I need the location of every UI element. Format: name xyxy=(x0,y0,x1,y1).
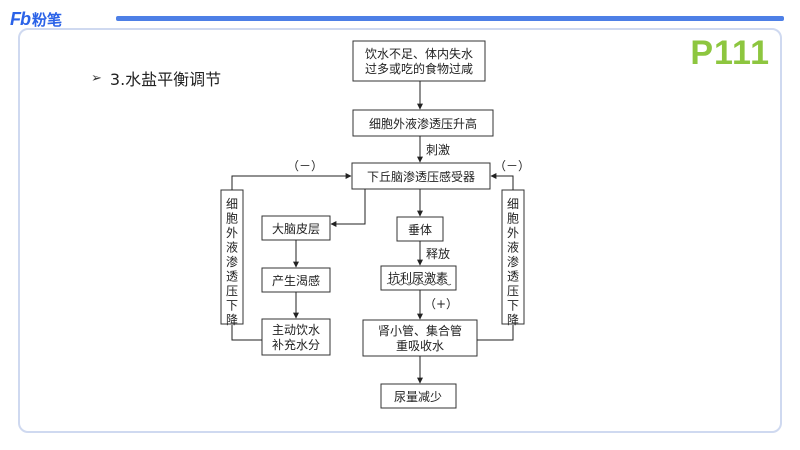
vertical-char: 外 xyxy=(507,226,519,240)
adh-label: 抗利尿激素 xyxy=(388,270,448,285)
vertical-char: 透 xyxy=(507,270,519,284)
minus-left-label: （－） xyxy=(287,159,323,173)
thirst-label: 产生渴感 xyxy=(272,273,320,288)
arrow-left-feedback xyxy=(231,173,352,190)
osmotic-up-label: 细胞外液渗透压升高 xyxy=(369,116,477,131)
vertical-char: 透 xyxy=(226,270,238,284)
brand-logo: Fb 粉笔 xyxy=(10,8,62,30)
start-line-2: 过多或吃的食物过咸 xyxy=(365,61,473,76)
urine-box xyxy=(380,383,457,409)
line-drink-to-left-box xyxy=(231,325,262,341)
drink-line-1: 主动饮水 xyxy=(272,323,320,337)
kidney-line-1: 肾小管、集合管 xyxy=(378,323,462,338)
vertical-char: 胞 xyxy=(226,212,238,226)
vertical-char: 细 xyxy=(226,197,238,211)
kidney-line-2: 重吸收水 xyxy=(396,339,444,353)
start-line-1: 饮水不足、体内失水 xyxy=(365,46,473,61)
thirst-box xyxy=(261,267,331,293)
brand-logo-text: 粉笔 xyxy=(32,10,63,29)
vertical-char: 下 xyxy=(226,299,238,313)
osmotic-up-box xyxy=(352,109,494,137)
vertical-char: 渗 xyxy=(507,254,519,269)
drink-box xyxy=(261,318,331,356)
section-heading-text: 3.水盐平衡调节 xyxy=(109,70,222,89)
arrow-right-feedback xyxy=(490,173,514,190)
vertical-char: 外 xyxy=(226,226,238,240)
adh-box xyxy=(380,265,457,291)
release-label: 释放 xyxy=(426,246,450,261)
vertical-char: 胞 xyxy=(507,212,519,226)
plus-label: （+） xyxy=(424,297,458,311)
line-kidney-to-right-box xyxy=(477,325,514,341)
pituitary-label: 垂体 xyxy=(408,223,432,237)
hypothalamus-box xyxy=(351,162,491,190)
urine-label: 尿量减少 xyxy=(394,390,442,404)
vertical-char: 降 xyxy=(507,313,519,327)
vertical-char: 细 xyxy=(507,197,519,211)
kidney-box xyxy=(362,319,478,357)
cortex-label: 大脑皮层 xyxy=(272,222,320,236)
vertical-char: 液 xyxy=(507,240,519,255)
vertical-char: 渗 xyxy=(226,254,238,269)
vertical-char: 下 xyxy=(507,299,519,313)
hypothalamus-label: 下丘脑渗透压感受器 xyxy=(367,169,475,184)
brand-logo-mark: Fb xyxy=(10,8,31,29)
section-heading: ➢ 3.水盐平衡调节 xyxy=(91,66,221,90)
cortex-box xyxy=(261,215,331,241)
pituitary-box xyxy=(396,216,444,242)
bullet-arrow-icon: ➢ xyxy=(91,70,102,86)
minus-right-label: （－） xyxy=(494,159,530,173)
slide-frame xyxy=(18,28,782,433)
start-box xyxy=(352,40,486,82)
arrow-hypothalamus-to-cortex xyxy=(330,189,366,227)
vertical-char: 液 xyxy=(226,240,238,255)
stimulate-label: 刺激 xyxy=(426,143,450,157)
vertical-char: 降 xyxy=(226,313,238,327)
adh-wavy-underline xyxy=(386,282,452,286)
page-number: P111 xyxy=(690,34,770,72)
vertical-char: 压 xyxy=(226,284,238,298)
drink-line-2: 补充水分 xyxy=(272,337,320,352)
vertical-char: 压 xyxy=(507,284,519,298)
header-bar xyxy=(116,16,784,21)
